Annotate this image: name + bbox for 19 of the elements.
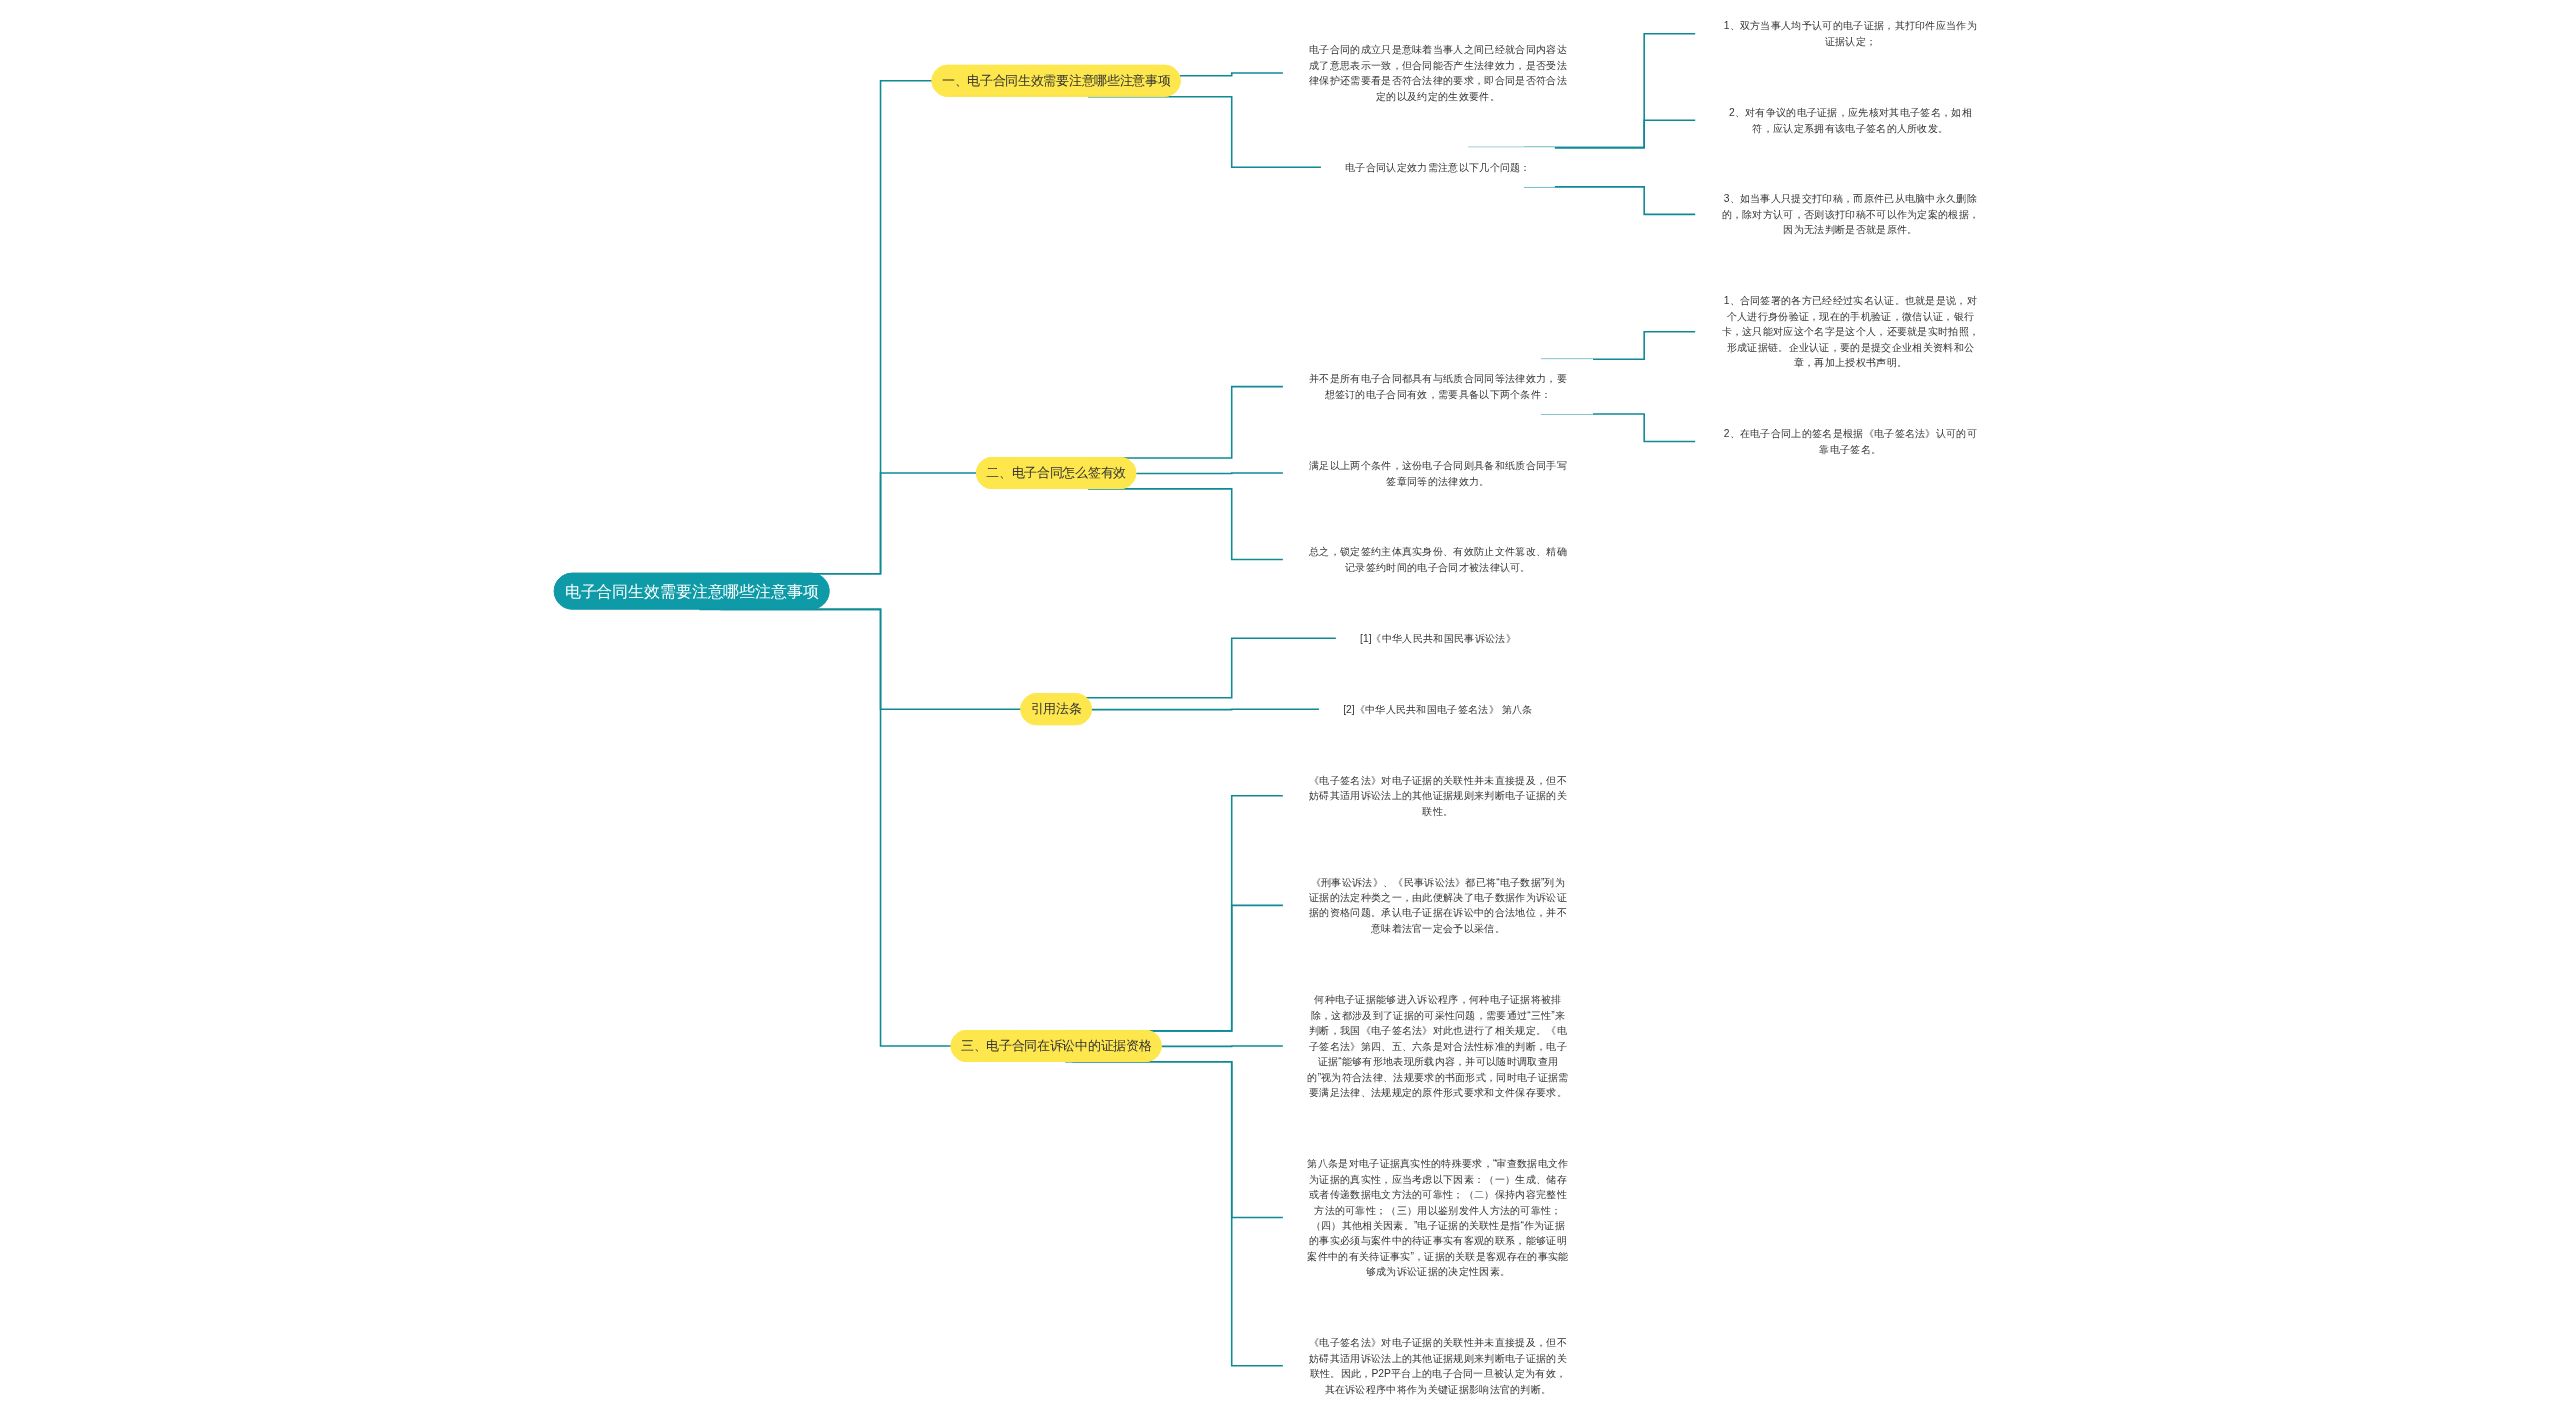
node-text: 1、合同签署的各方已经经过实名认证。也就是是说，对个人进行身份验证，现在的手机验证，微信认证，银行卡，这只能对应这个名字是这个人，还要就是实时拍照，形成证据链。企业认证，要的是提交企业相关资料和公章，再加上授权书声明。 — [1721, 294, 1980, 369]
node-text: 《刑事讼诉法》、《民事诉讼法》都已将“电子数据”列为证据的法定种类之一，由此便解决了电子数据作为诉讼证据的资格问题。承认电子证据在诉讼中的合法地位，并不意味着法官一定会予以采信。 — [1309, 876, 1568, 935]
node-text: 2、在电子合同上的签名是根据《电子签名法》认可的可靠电子签名。 — [1724, 427, 1978, 455]
node-text: 总之，锁定签约主体真实身份、有效防止文件篡改、精确记录签约时间的电子合同才被法律认可。 — [1309, 545, 1568, 573]
node-text: 2、对有争议的电子证据，应先核对其电子签名，如相符，应认定系拥有该电子签名的人所收发。 — [1729, 106, 1973, 134]
node-text: 《电子签名法》对电子证据的关联性并未直接提及，但不妨碍其适用诉讼法上的其他证据规则来判断电子证据的关联性。因此，P2P平台上的电子合同一旦被认定为有效，其在诉讼程序中将作为关键证据影响法官的判断。 — [1309, 1336, 1568, 1395]
connector — [1091, 708, 1321, 711]
node-text: 第八条是对电子证据真实性的特殊要求，“审查数据电文作为证据的真实性，应当考虑以下因素：（一）生成、储存或者传递数据电文方法的可靠性；（二）保持内容完整性方法的可靠性；（三）用以鉴别发件人方法的可靠性；（四）其他相关因素。”电子证据的关联性是指“作为证据的事实必须与案件中的待证事实有客观的联系，能够证明案件中的有关待证事实”，证据的关联是客观存在的事实能够成为诉讼证据的决定性因素。 — [1307, 1157, 1569, 1278]
node-text: 《电子签名法》对电子证据的关联性并未直接提及，但不妨碍其适用诉讼法上的其他证据规则来判断电子证据的关联性。 — [1309, 774, 1568, 817]
node-text: 1、双方当事人均予认可的电子证据，其打印件应当作为证据认定； — [1724, 19, 1978, 48]
node-text: [2]《中华人民共和国电子签名法》 第八条 — [1343, 703, 1534, 715]
connector — [1179, 72, 1285, 77]
node-text: 何种电子证据能够进入诉讼程序，何种电子证据将被排除，这都涉及到了证据的可采性问题，需要通过“三性”来判断，我国《电子签名法》对此也进行了相关规定。《电子签名法》第四、五、六条是对合法性标准的判断，电子证据“能够有形地表现所载内容，并可以随时调取查用的”视为符合法律、法规要求的书面形式，同时电子证据需要满足法律、法规规定的原件形式要求和文件保存要求。 — [1307, 993, 1569, 1099]
node-text: 电子合同的成立只是意味着当事人之间已经就合同内容达成了意思表示一致，但合同能否产生法律效力，是否受法律保护还需要看是否符合法律的要求，即合同是否符合法定的以及约定的生效要件。 — [1309, 43, 1568, 103]
node-text: [1]《中华人民共和国民事诉讼法》 — [1360, 632, 1517, 644]
connector — [1161, 1045, 1285, 1048]
node-text: 3、如当事人只提交打印稿，而原件已从电脑中永久删除的，除对方认可，否则该打印稿不可以作为定案的根据，因为无法判断是否就是原件。 — [1721, 192, 1980, 236]
connector — [1135, 472, 1285, 475]
node-text: 满足以上两个条件，这份电子合同则具备和纸质合同手写签章同等的法律效力。 — [1309, 459, 1568, 487]
